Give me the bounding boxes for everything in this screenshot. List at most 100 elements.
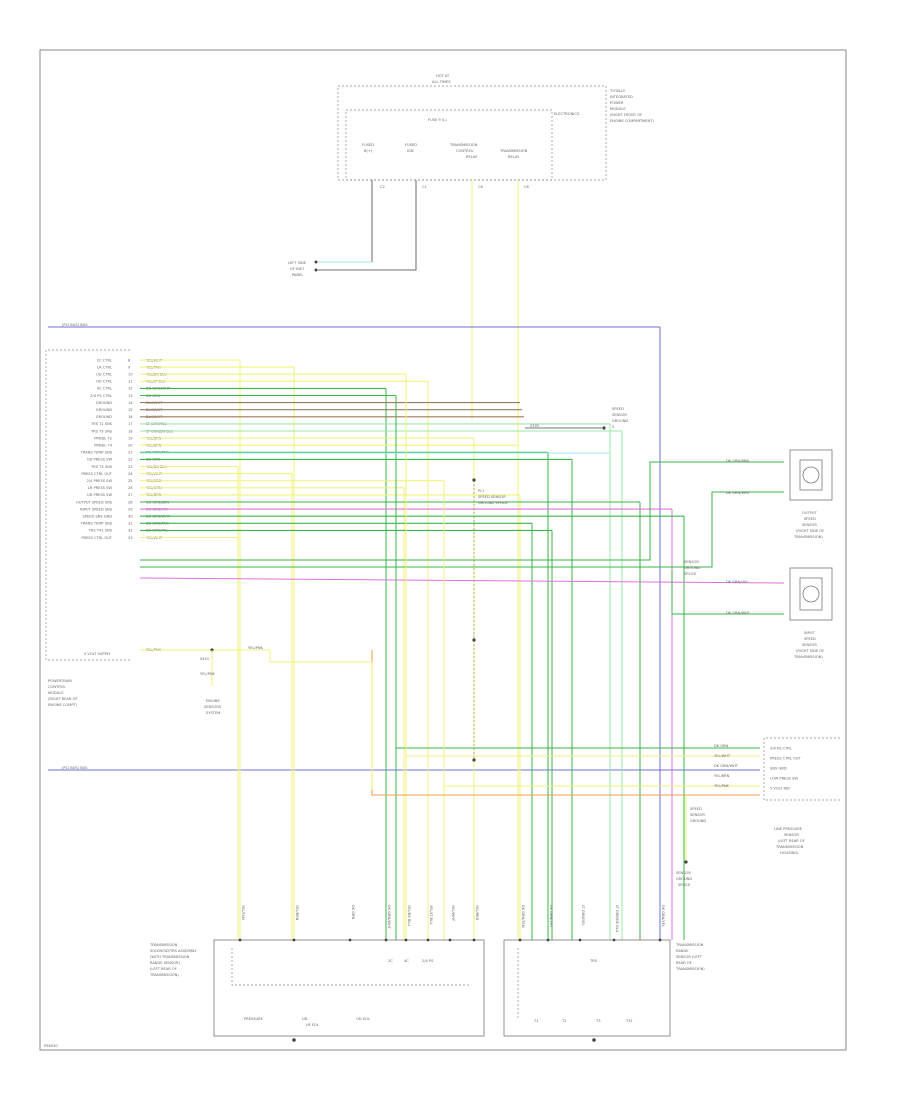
pcm-pins: 2C CTRL8YEL/WHTLR CTRL9YEL/TANUD CTRL10Y…: [76, 358, 174, 540]
range-sensor: TRANSMISSION RANGE SENSOR (LEFT REAR OF …: [503, 939, 705, 1042]
out-wire-1: DK GRN/BRN: [726, 459, 749, 463]
mid-splice: PCI SPEED SENSOR GROUND SPLICE: [472, 478, 508, 762]
pcm-pin-num: 30: [128, 515, 133, 519]
tipm-inner-box: [345, 109, 553, 181]
bottom-wire-color: YEL/DK BLU: [407, 905, 411, 926]
wire-lps-low: [443, 490, 760, 787]
pcm-pin-name: OD PRESS SW: [87, 458, 113, 462]
pcm-pin-num: 32: [128, 529, 133, 533]
bottom-pin-dot: [238, 938, 242, 942]
pcm-pin-name: INPUT SPEED SNS: [80, 507, 113, 511]
supply-down-color: YEL/PNK: [200, 672, 216, 676]
pcm-pin-num: 21: [128, 451, 133, 455]
pcm-pin-name: OD CTRL: [96, 380, 112, 384]
pcm-pin-num: 23: [128, 465, 133, 469]
sol-label-1: PRESSURE: [244, 1017, 264, 1021]
tipm-name-5: (RIGHT FRONT OF: [610, 113, 642, 117]
in-wire-2: DK GRN/WHT: [726, 611, 751, 615]
pcm-pin-num: 26: [128, 486, 133, 490]
in-name-4: (RIGHT SIDE OF: [796, 649, 824, 653]
engine-sensors-3: SYSTEM: [206, 711, 220, 715]
sol-name-5: (LEFT REAR OF: [150, 967, 177, 971]
solenoid-box: [213, 939, 485, 1037]
footer-code: P98030: [44, 1044, 58, 1048]
pcm-pin-num: 8: [128, 358, 131, 362]
bottom-pin-dot: [348, 938, 352, 942]
fuse-label: FUSE 9 (L): [428, 118, 447, 122]
ground-right-4: S: [612, 425, 615, 429]
trs-label-5: T41: [625, 1019, 633, 1023]
ground-right-2: SENSOR: [612, 413, 627, 417]
pcm-pin-name: 4C CTRL: [97, 387, 112, 391]
lps-name-1: LINE PRESSURE: [774, 827, 803, 831]
lps-drop-s1: SENSOR: [676, 871, 691, 875]
bottom-pin-dot: [578, 938, 582, 942]
output-sensor-icon: [802, 466, 820, 484]
ground-splice-label: S305: [530, 424, 539, 428]
ground-label-3: PANEL: [292, 273, 303, 277]
pcm-pin-name: PRESS CTRL OUT: [81, 536, 112, 540]
bottom-wire-color: DK GRN/VIO: [549, 905, 553, 927]
trs-name-5: TRANSMISSION): [675, 967, 705, 971]
bottom-pin-dot: [472, 938, 476, 942]
pcm-pin-num: 12: [128, 387, 133, 391]
pcm-pin-num: 18: [128, 429, 133, 433]
tipm-name-6: ENGINE COMPARTMENT): [610, 119, 654, 123]
bottom-wire-color: DK GRN: [351, 905, 355, 920]
lps-pin-name: LOW PRESS SW: [770, 776, 798, 780]
bottom-wire-color: YEL/RED: [475, 905, 479, 920]
lps-pin-color: DK GRN/WHT: [714, 764, 739, 768]
tipm-module: HOT AT ALL TIMES FUSE 9 (L) ELECTRONICS …: [337, 74, 654, 189]
tipm-inner-8: TRANSMISSION: [499, 149, 528, 153]
in-wire-1: DK GRN/VIO: [726, 580, 748, 584]
lps-pin-name: 2/4 PS CTRL: [770, 746, 792, 750]
lps-drop-2: SENSOR: [690, 813, 705, 817]
bottom-wire-color: DK GRN/YEL: [661, 905, 665, 927]
sensor-ground-splice: SENSOR GROUND SPLICE: [684, 560, 700, 576]
sol-label-5: 2C: [388, 959, 393, 963]
lps-drop-s2: GROUND: [676, 877, 692, 881]
range-box: [503, 939, 671, 1037]
pcm-pin-name: GROUND: [96, 408, 112, 412]
lps-name-3: (LEFT REAR OF: [778, 839, 805, 843]
output-sensor-inner: [799, 459, 823, 491]
lps-pin-name: PRESS CTRL OUT: [770, 756, 801, 760]
bottom-pin-dot: [518, 938, 522, 942]
sol-ground-dot: [292, 1038, 296, 1042]
lps-name-2: SENSOR: [784, 833, 799, 837]
wire-input-speed: [139, 577, 785, 584]
pcm-pin-num: 13: [128, 394, 133, 398]
in-name-5: TRANSMISSION): [793, 655, 823, 659]
sol-name-6: TRANSMISSION): [149, 973, 179, 977]
pcm-pin-num: 33: [128, 536, 133, 540]
pcm-pin-name: OUTPUT SPEED SNS: [76, 500, 113, 504]
bottom-wire-color: LT GRN/DK BLU: [615, 905, 619, 933]
lps-name-4: TRANSMISSION: [775, 845, 804, 849]
sol-label-7: 2/4 PS: [422, 959, 434, 963]
in-name-2: SPEED: [804, 637, 816, 641]
sol-label-2: UD: [302, 1017, 308, 1021]
lps-bracket: [763, 737, 840, 801]
ground-right-3: GROUND: [612, 419, 628, 423]
trs-label-3: T2: [561, 1019, 566, 1023]
tipm-name-2: INTEGRATED: [610, 95, 633, 99]
ground-label-2: OF INST: [290, 267, 305, 271]
sol-label-3: LR SOL: [306, 1023, 319, 1027]
wire-output-gnd: [140, 491, 784, 568]
fuse-header-1: HOT AT: [436, 74, 450, 78]
bottom-wire-color: YEL/TAN: [241, 905, 245, 920]
solenoid-inner: [231, 948, 470, 986]
lps-pin-color: DK GRN: [714, 744, 729, 748]
pcm-pin-name: TRANS TEMP SNS: [80, 451, 113, 455]
mid-splice-label-3: GROUND SPLICE: [478, 501, 508, 505]
pcm-name-1: POWERTRAIN: [48, 679, 72, 683]
trs-label-1: TRS: [589, 959, 598, 963]
out-name-2: SPEED: [804, 517, 816, 521]
pcm-name-5: ENGINE COMPT): [48, 703, 78, 707]
lps-drop-3: GROUND: [690, 819, 706, 823]
trs-name-3: SENSOR (LEFT: [676, 955, 703, 959]
lps-pin-color: YEL/WHT: [714, 754, 731, 758]
ground-label-1: LEFT SIDE: [288, 261, 307, 265]
wire-output-speed: [140, 461, 784, 561]
